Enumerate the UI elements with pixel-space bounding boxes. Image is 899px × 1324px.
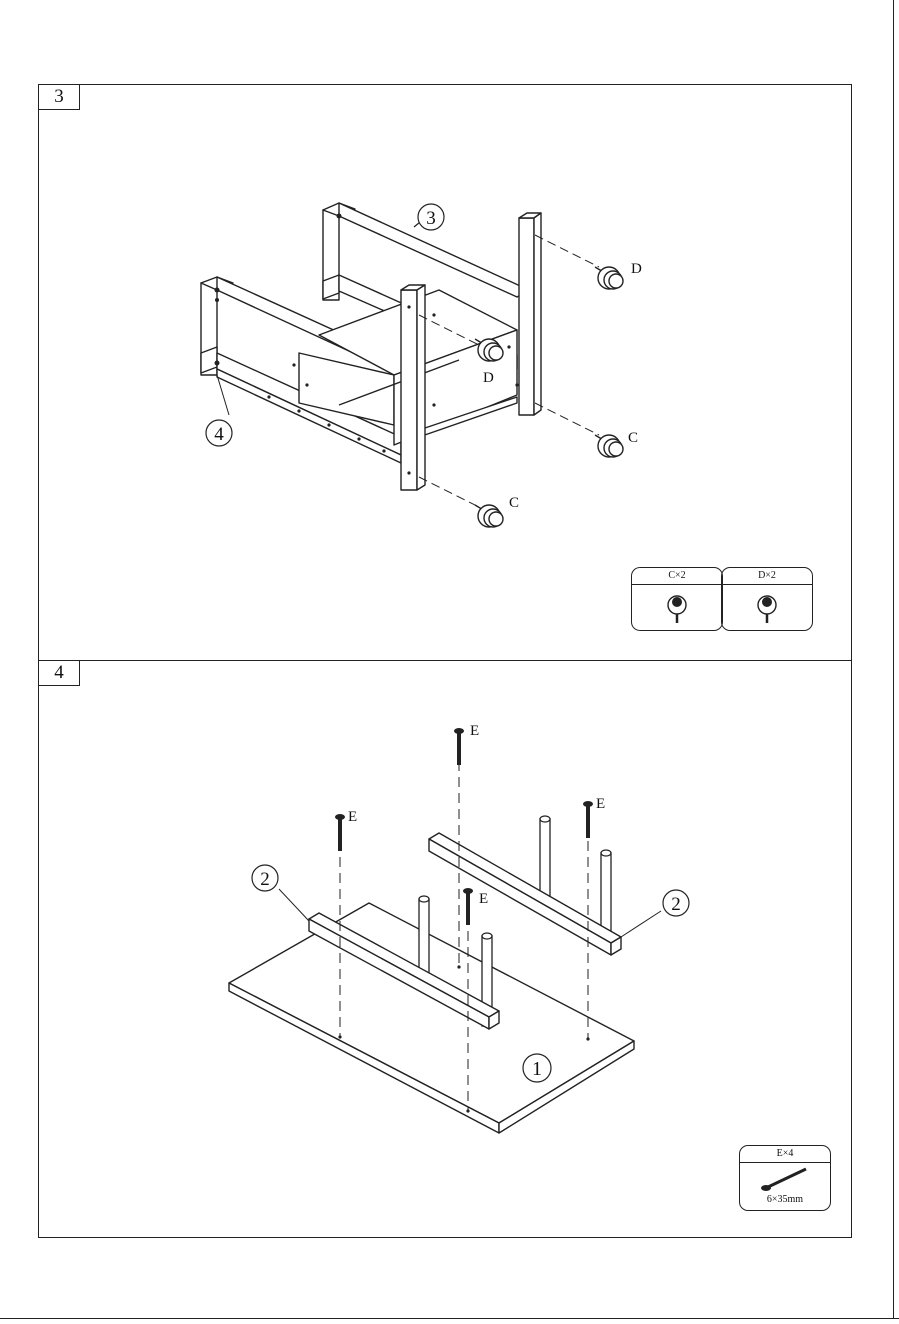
- callout-part-2-right: 2: [671, 894, 681, 915]
- callout-part-3: 3: [426, 208, 436, 229]
- page-edge-bottom: [0, 1318, 899, 1319]
- hardware-box-d: D×2: [721, 567, 813, 631]
- page-edge-right: [893, 0, 894, 1318]
- screw-e-2: [454, 728, 464, 765]
- label-screw-e-1: E: [348, 809, 357, 825]
- label-caster-c-2: C: [509, 495, 519, 511]
- screw-e-1: [335, 814, 345, 851]
- step-4-panel: 4: [38, 660, 852, 1238]
- step-3-panel: 3: [38, 84, 852, 661]
- screw-e-4: [583, 801, 593, 838]
- hardware-box-e: E×4 6×35mm: [739, 1145, 831, 1211]
- label-screw-e-3: E: [479, 891, 488, 907]
- label-screw-e-4: E: [596, 796, 605, 812]
- callout-part-4: 4: [214, 424, 224, 445]
- hardware-e-size: 6×35mm: [740, 1194, 830, 1205]
- hardware-d-count: D×2: [722, 568, 812, 585]
- caster-c-right: [595, 435, 623, 457]
- part-2-rail-right: [429, 833, 621, 955]
- hardware-box-c: C×2: [631, 567, 723, 631]
- label-screw-e-2: E: [470, 723, 479, 739]
- callout-part-1: 1: [532, 1058, 542, 1080]
- callout-part-2-left: 2: [260, 869, 270, 890]
- caster-d-top: [595, 267, 623, 289]
- caster-c-left: [475, 505, 503, 527]
- hardware-c-count: C×2: [632, 568, 722, 585]
- hardware-e-count: E×4: [740, 1146, 830, 1163]
- screw-icon: [740, 1163, 830, 1193]
- label-caster-c-1: C: [628, 430, 638, 446]
- part-1-tabletop: [229, 903, 634, 1133]
- step-4-illustration: 2 2 1 E E E E: [39, 661, 853, 1239]
- leg-back-right: [519, 213, 541, 415]
- screw-e-3: [463, 888, 473, 925]
- caster-wheel-icon: [722, 585, 812, 631]
- caster-wheel-icon: [632, 585, 722, 631]
- label-caster-d-2: D: [483, 370, 494, 386]
- label-caster-d-1: D: [631, 261, 642, 277]
